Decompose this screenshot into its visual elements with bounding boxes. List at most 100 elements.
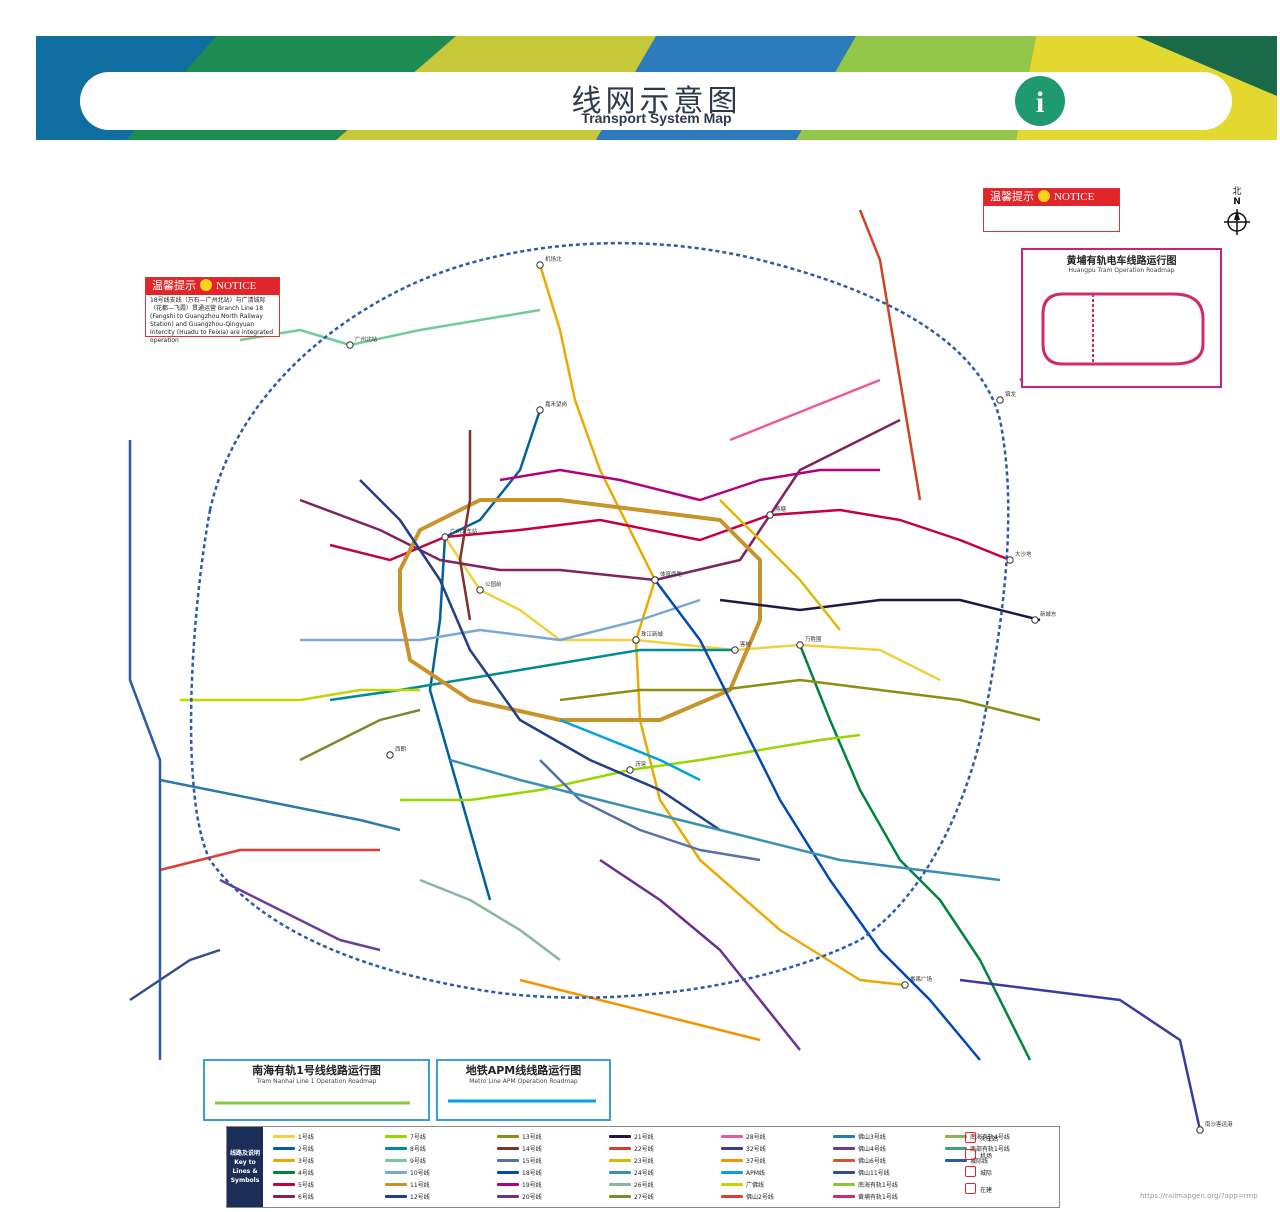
station-marker[interactable] [1031,616,1039,624]
metro-line-27 [559,718,701,782]
legend-line-38: 城际线 [945,1156,988,1165]
station-marker[interactable] [766,511,774,519]
legend-swatch [833,1147,855,1150]
legend-line-label: 佛山3号线 [858,1134,886,1141]
under-construction-icon: 在建 [965,1183,992,1194]
legend-line-32: 佛山6号线 [833,1156,886,1165]
legend-swatch [721,1147,743,1150]
legend-line-label: 黄埔有轨1号线 [858,1194,898,1201]
legend-line-23: 27号线 [609,1192,654,1201]
metro-line-20 [719,499,841,631]
metro-line-3 [798,644,1032,1061]
legend-line-30: 佛山3号线 [833,1132,886,1141]
legend-line-6: 7号线 [385,1132,426,1141]
legend-swatch [609,1147,631,1150]
legend-line-label: 28号线 [746,1134,766,1141]
legend-line-10: 11号线 [385,1180,430,1189]
legend-line-16: 19号线 [497,1180,542,1189]
metro-line-26 [519,978,761,1042]
station-marker[interactable] [386,751,394,759]
legend-line-label: 13号线 [522,1134,542,1141]
panel-title: 黄埔有轨电车线路运行图 [1066,256,1177,267]
legend-line-3: 4号线 [273,1168,314,1177]
station-label: 万胜围 [805,635,822,643]
info-circle-icon: i [1036,86,1044,119]
legend-line-11: 12号线 [385,1192,430,1201]
station-label: 公园前 [485,580,502,588]
legend-swatch [385,1135,407,1138]
legend-line-label: 22号线 [634,1146,654,1153]
legend-swatch [945,1147,967,1150]
legend-swatch [833,1183,855,1186]
legend-swatch [945,1135,967,1138]
legend-swatch [385,1171,407,1174]
metro-line-0 [443,536,941,682]
legend-swatch [385,1183,407,1186]
metro-line-32 [129,948,221,1002]
metro-line-1 [428,409,542,901]
station-marker[interactable] [626,766,634,774]
legend-swatch [945,1159,967,1162]
metro-line-5 [299,418,901,582]
legend-line-2: 3号线 [273,1156,314,1165]
compass-letter: N [1233,197,1241,207]
legend-line-21: 24号线 [609,1168,654,1177]
metro-line-9 [300,598,701,642]
metro-line-17 [599,858,801,1051]
legend-line-13: 14号线 [497,1144,542,1153]
legend-line-0: 1号线 [273,1132,314,1141]
metro-line-25 [959,978,1202,1131]
legend-line-33: 佛山11号线 [833,1168,890,1177]
station-label: 客村 [740,640,752,648]
legend-line-36: 南海有轨4号线 [945,1132,1010,1141]
metro-line-14 [539,759,761,862]
apm-diagram [448,1099,596,1103]
intercity-icon: 城际 [965,1166,992,1177]
airport-icon: 机场 [965,1149,992,1160]
compass-rose-icon [1224,209,1250,235]
station-marker[interactable] [536,261,544,269]
metro-line-22 [419,878,561,961]
metro-line-23 [299,708,421,762]
station-marker[interactable] [1006,556,1014,564]
station-label: 体育西路 [660,570,683,578]
legend-line-label: 12号线 [410,1194,430,1201]
metro-line-21 [449,758,1001,882]
legend-swatch [273,1135,295,1138]
station-marker[interactable] [796,641,804,649]
metro-line-31 [219,878,381,952]
panel-title: 地铁APM线线路运行图 [465,1064,582,1077]
legend-line-label: 32号线 [746,1146,766,1153]
smiley-icon [200,279,212,291]
metro-stations: 广州火车站体育西路珠江新城客村万胜围番禺广场嘉禾望岗机场北公园前西朗新城东燕塘大… [346,255,1233,1134]
station-marker[interactable] [536,406,544,414]
legend-swatch [609,1183,631,1186]
station-marker[interactable] [632,636,640,644]
panel-subtitle: Metro Line APM Operation Roadmap [469,1078,578,1085]
legend-line-1: 2号线 [273,1144,314,1153]
legend-line-label: 广佛线 [746,1182,765,1189]
station-marker[interactable] [651,576,659,584]
station-label: 嘉禾望岗 [545,400,567,408]
station-marker[interactable] [731,646,739,654]
station-marker[interactable] [996,396,1004,404]
legend-swatch [833,1195,855,1198]
station-label: 广州北站 [355,335,378,343]
legend-swatch [833,1159,855,1162]
legend-swatch [273,1159,295,1162]
compass: 北 N [1222,184,1252,244]
legend-swatch [609,1171,631,1174]
huangpu-tram-diagram [1041,292,1205,366]
station-marker[interactable] [441,533,449,541]
legend-line-7: 8号线 [385,1144,426,1153]
station-marker[interactable] [346,341,354,349]
station-marker[interactable] [901,981,909,989]
station-marker[interactable] [1196,1126,1204,1134]
station-label: 珠江新城 [641,630,664,638]
station-marker[interactable] [476,586,484,594]
metro-line-7 [329,648,735,702]
watermark-url: https://railmapgen.org/?app=rmp [1140,1192,1258,1200]
